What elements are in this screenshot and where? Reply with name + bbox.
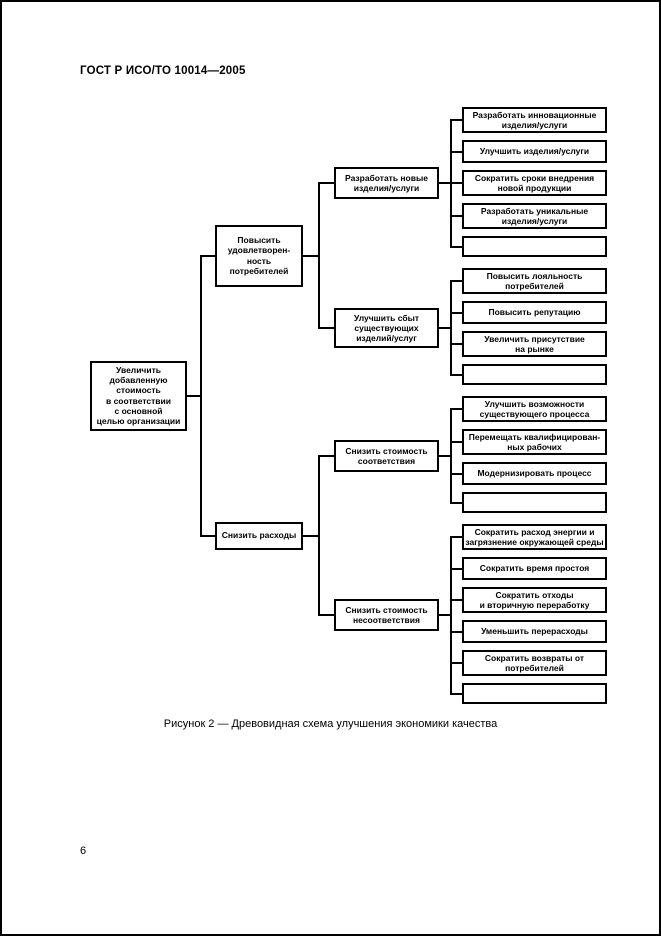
connector-line: [439, 182, 452, 185]
connector-line: [449, 215, 462, 217]
tree-node-branch: Снизить стоимость несоответствия: [334, 599, 439, 632]
tree-node-branch: Снизить расходы: [215, 521, 303, 550]
connector-line: [200, 254, 215, 257]
connector-line: [317, 182, 334, 185]
connector-line: [449, 536, 462, 538]
connector-line: [449, 662, 462, 664]
connector-line: [449, 119, 462, 121]
tree-node-branch: Улучшить сбыт существующих изделий/услуг: [334, 307, 439, 348]
connector-line: [449, 630, 462, 633]
connector-line: [317, 455, 320, 616]
connector-line: [449, 599, 462, 601]
connector-line: [449, 567, 462, 570]
connector-line: [449, 280, 462, 282]
tree-node-leaf: Сократить расход энергии и загрязнение о…: [462, 524, 607, 550]
tree-node-leaf: [462, 683, 607, 704]
standard-header: ГОСТ Р ИСО/ТО 10014—2005: [80, 65, 246, 77]
tree-node-leaf: Сократить отходы и вторичную переработку: [462, 587, 607, 613]
tree-node-branch: Снизить стоимость соответствия: [334, 439, 439, 472]
connector-line: [303, 254, 320, 257]
tree-node-leaf: Перемещать квалифицирован- ных рабочих: [462, 429, 607, 455]
connector-line: [449, 245, 462, 248]
tree-node-leaf: Улучшить возможности существующего проце…: [462, 396, 607, 422]
page-number: 6: [80, 845, 87, 857]
connector-line: [200, 255, 202, 536]
tree-node-leaf: Разработать инновационные изделия/услуги: [462, 107, 607, 133]
connector-line: [449, 692, 462, 695]
tree-node-branch: Разработать новые изделия/услуги: [334, 167, 439, 200]
connector-line: [449, 537, 452, 694]
tree-node-leaf: Сократить время простоя: [462, 557, 607, 580]
tree-node-branch: Повысить удовлетворен- ность потребителе…: [215, 224, 303, 287]
connector-line: [439, 326, 452, 329]
connector-line: [449, 472, 462, 475]
tree-node-leaf: Улучшить изделия/услуги: [462, 140, 607, 163]
tree-node-leaf: Разработать уникальные изделия/услуги: [462, 203, 607, 229]
connector-line: [317, 614, 334, 617]
tree-node-leaf: [462, 364, 607, 385]
tree-node-leaf: Сократить сроки внедрения новой продукци…: [462, 170, 607, 196]
connector-line: [449, 408, 462, 410]
connector-line: [317, 326, 334, 329]
figure-caption: Рисунок 2 — Древовидная схема улучшения …: [163, 718, 498, 730]
tree-node-leaf: Сократить возвраты от потребителей: [462, 650, 607, 676]
connector-line: [303, 534, 320, 537]
connector-line: [317, 183, 320, 328]
connector-line: [449, 343, 462, 345]
connector-line: [439, 614, 452, 617]
tree-node-leaf: [462, 236, 607, 257]
connector-line: [449, 182, 462, 184]
tree-node-leaf: Модернизировать процесс: [462, 462, 607, 485]
connector-line: [439, 454, 452, 457]
tree-node-leaf: Повысить лояльность потребителей: [462, 268, 607, 294]
connector-line: [200, 534, 215, 537]
tree-node-leaf: Повысить репутацию: [462, 301, 607, 324]
tree-node-leaf: Увеличить присутствие на рынке: [462, 331, 607, 357]
connector-line: [449, 281, 452, 375]
connector-line: [449, 311, 462, 314]
connector-line: [187, 394, 202, 397]
connector-line: [449, 441, 462, 443]
tree-node-leaf: [462, 492, 607, 513]
connector-line: [449, 501, 462, 504]
connector-line: [317, 454, 334, 457]
connector-line: [449, 150, 462, 153]
connector-line: [449, 373, 462, 376]
connector-line: [449, 409, 452, 503]
tree-node-root: Увеличить добавленную стоимость в соотве…: [90, 360, 187, 431]
tree-node-leaf: Уменьшить перерасходы: [462, 620, 607, 643]
